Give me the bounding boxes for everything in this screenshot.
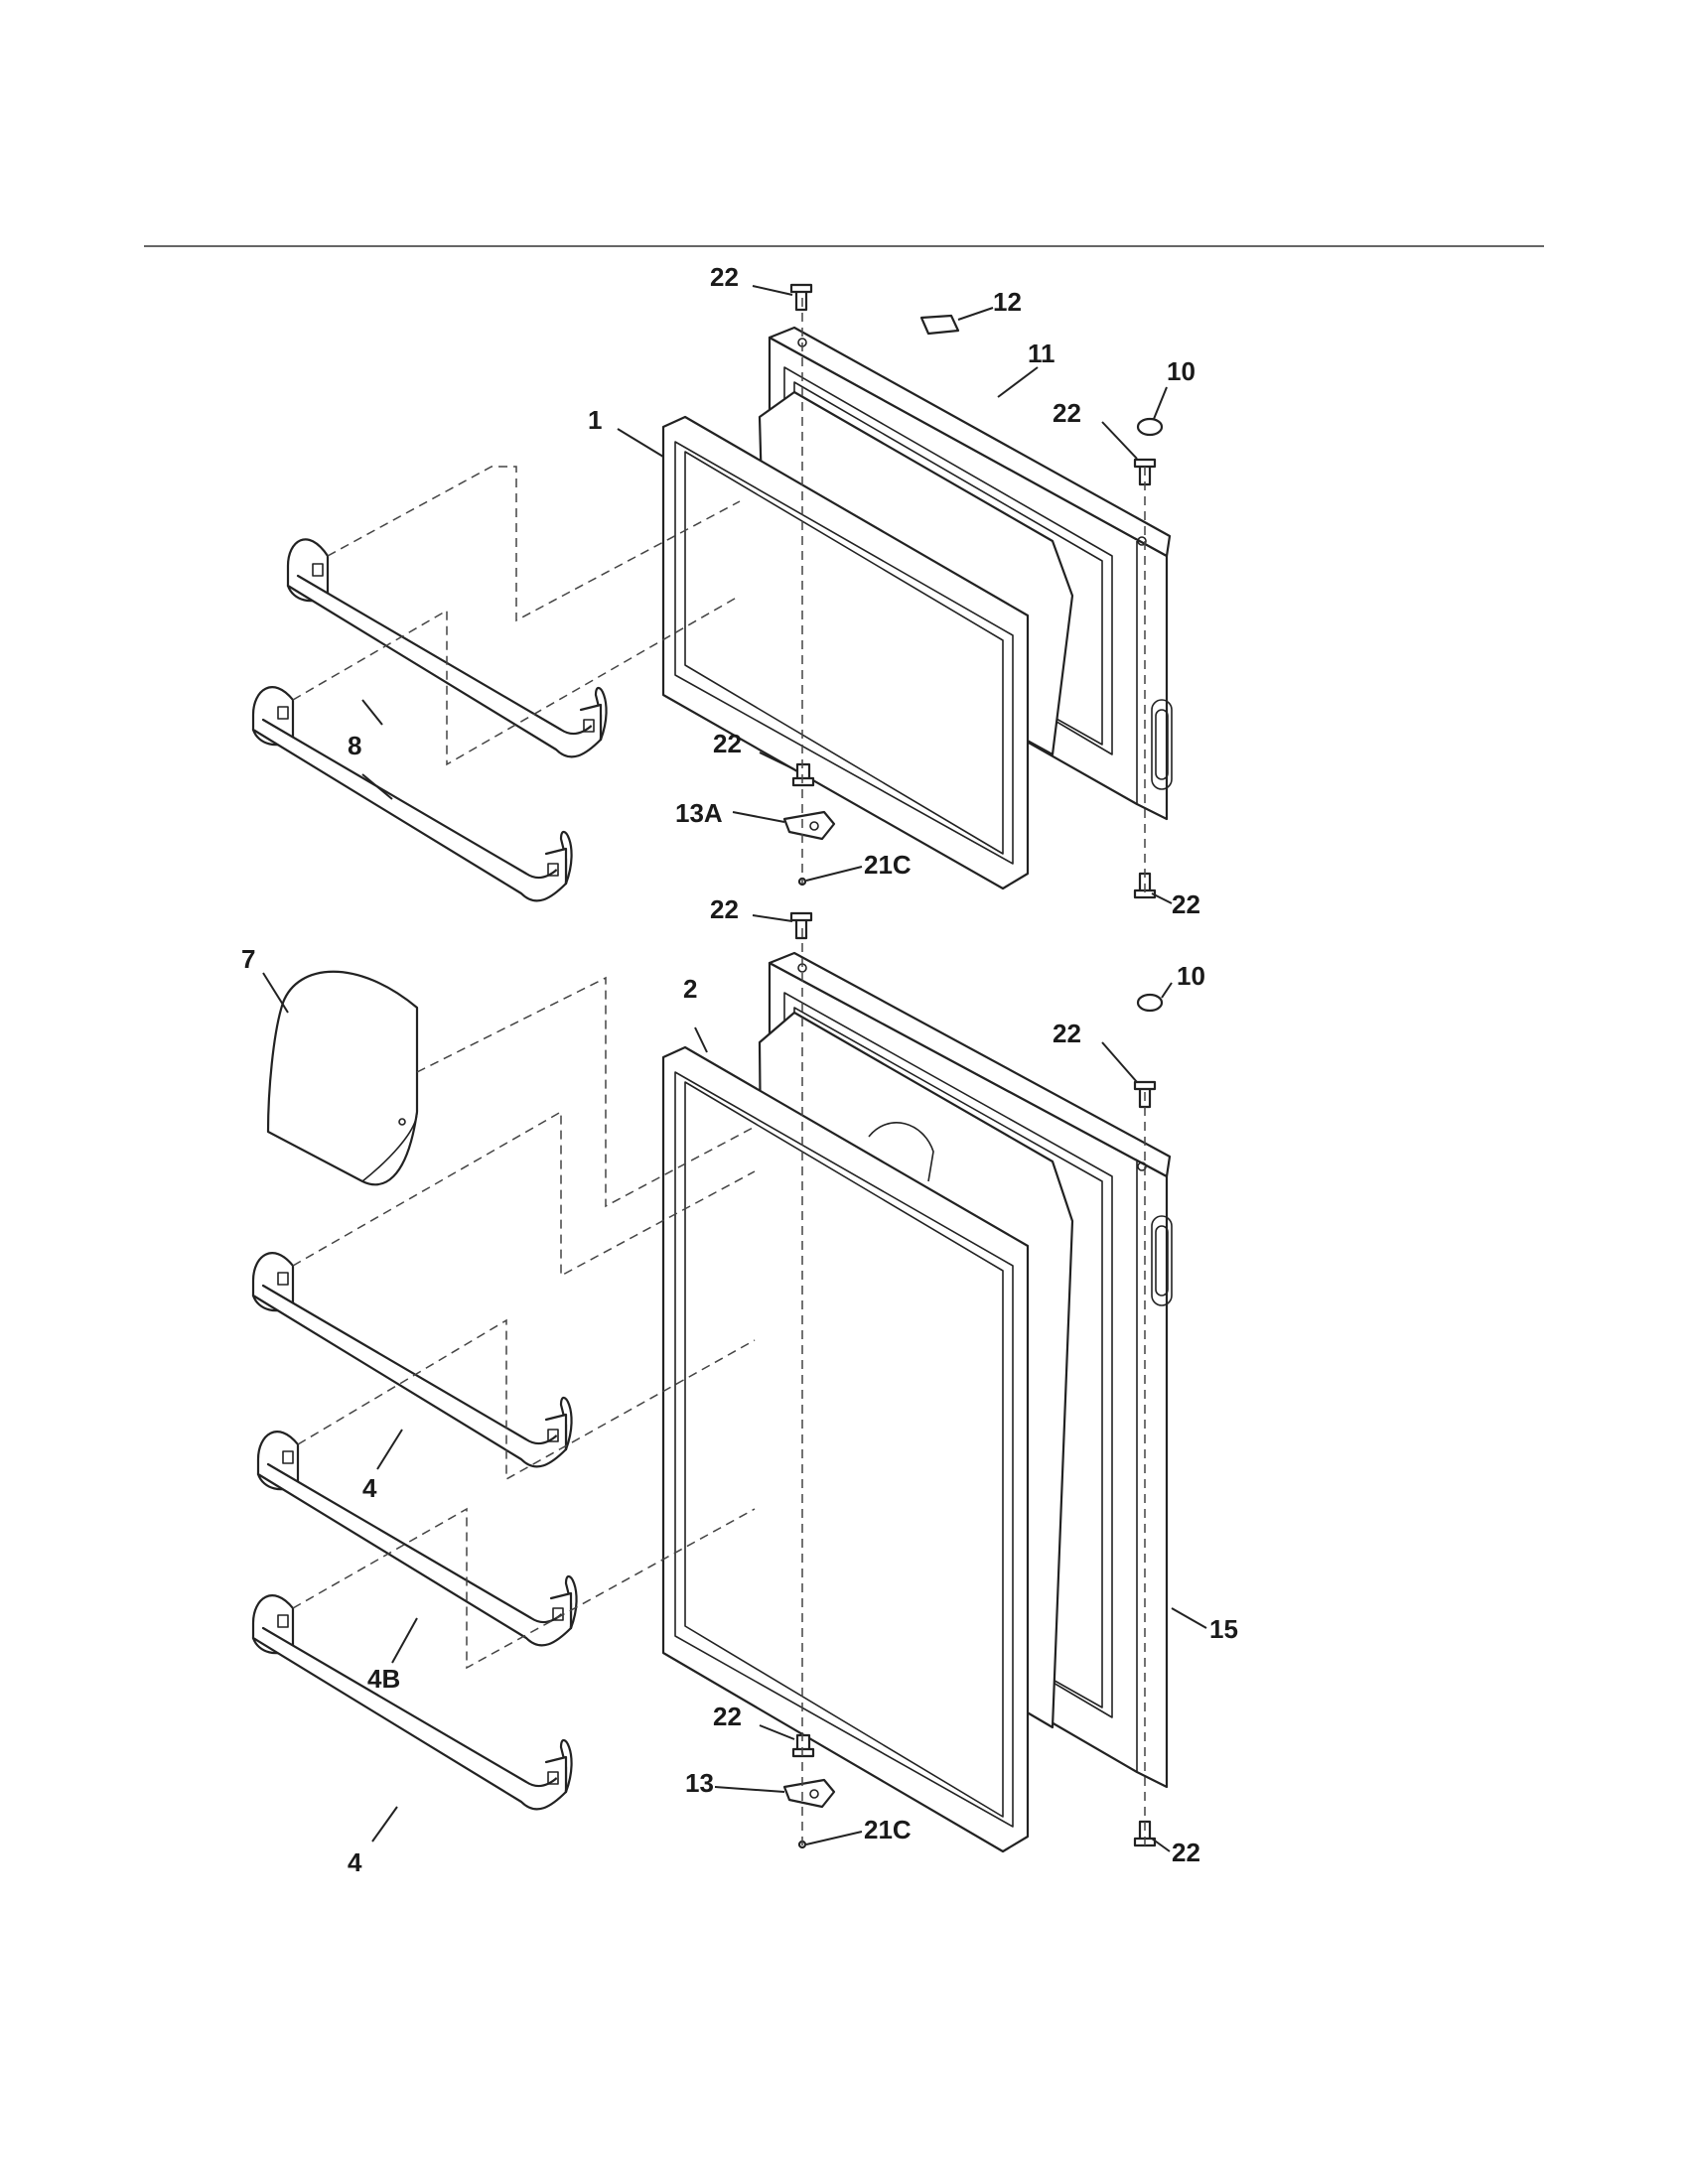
freezer-door-assembly	[251, 283, 1173, 902]
screw-hinge-top	[791, 762, 815, 787]
callout-22-top: 22	[710, 262, 739, 292]
callout-22-hinge-top: 22	[713, 729, 742, 758]
callout-8: 8	[348, 731, 361, 760]
freezer-door-bin-upper	[286, 538, 608, 758]
callout-7: 7	[241, 944, 255, 974]
hinge-13	[782, 1778, 836, 1809]
callout-labels: 22 12 11 10 22 1 8 22 13A 21C 22 22 7 2 …	[241, 262, 1238, 1877]
callout-2: 2	[683, 974, 697, 1004]
callout-21C-bottom: 21C	[864, 1815, 912, 1844]
callout-4-b: 4	[348, 1847, 362, 1877]
fresh-food-door-bin-4B	[256, 1431, 578, 1647]
callout-12: 12	[993, 287, 1022, 317]
callout-11: 11	[1028, 339, 1055, 368]
fresh-food-door-gasket	[661, 1045, 1030, 1853]
callout-21C-top: 21C	[864, 850, 912, 880]
freezer-door-bin-lower	[251, 686, 573, 902]
plug-button-bottom	[1136, 993, 1164, 1013]
plug-button-top	[1136, 417, 1164, 437]
callout-10-top: 10	[1167, 356, 1196, 386]
hinge-13A	[782, 810, 836, 841]
callout-13: 13	[685, 1768, 714, 1798]
dairy-door-cover	[266, 970, 419, 1186]
fresh-food-door-assembly	[251, 911, 1173, 1853]
screw-hinge-bottom	[791, 1733, 815, 1758]
callout-4-a: 4	[362, 1473, 377, 1503]
leader-lines	[262, 285, 1207, 1852]
fresh-food-door-bin-1	[251, 1252, 573, 1468]
fresh-food-door-bin-2	[251, 1594, 573, 1811]
callout-1: 1	[588, 405, 602, 435]
callout-22-right-bottom: 22	[1053, 1019, 1081, 1048]
screw-top-left	[789, 283, 813, 312]
freezer-door-gasket	[661, 415, 1030, 890]
callout-13A: 13A	[675, 798, 723, 828]
callout-22-right-top: 22	[1053, 398, 1081, 428]
callout-22-bottom-top: 22	[1172, 889, 1200, 919]
callout-22-mid: 22	[710, 894, 739, 924]
callout-22-bottom-bottom: 22	[1172, 1838, 1200, 1867]
screw-mid-left	[789, 911, 813, 940]
label-12	[919, 314, 960, 336]
callout-15: 15	[1209, 1614, 1238, 1644]
callout-4B: 4B	[367, 1664, 400, 1694]
callout-10-bottom: 10	[1177, 961, 1205, 991]
callout-22-hinge-bottom: 22	[713, 1702, 742, 1731]
